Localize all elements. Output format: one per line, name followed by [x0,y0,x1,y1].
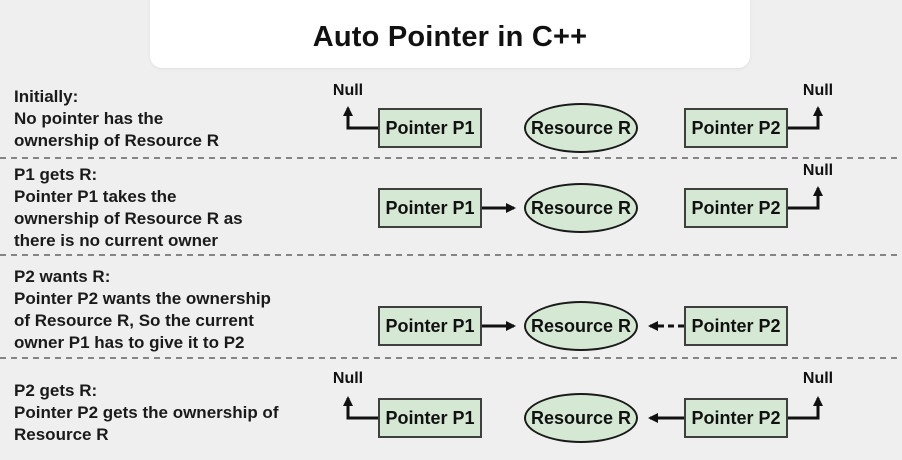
page-title: Auto Pointer in C++ [312,21,588,53]
description-line: P1 gets R: [14,165,98,184]
description-line: Pointer P2 wants the ownership [14,289,271,308]
pointer-p1-node: Pointer P1 [378,188,482,228]
description-line: P2 gets R: [14,381,98,400]
arrow-p2-to-null [788,396,823,420]
pointer-p2-node: Pointer P2 [684,398,788,438]
pointer-p1-node: Pointer P1 [378,306,482,346]
description-line: Initially: [14,87,79,106]
description-line: ownership of Resource R [14,131,219,150]
null-label: Null [332,82,364,99]
description-line: there is no current owner [14,231,219,250]
arrow-p2-to-null [788,106,823,130]
row-description: Initially: No pointer has the ownership … [14,86,374,152]
description-line: of Resource R, So the current [14,311,254,330]
row-description: P2 wants R: Pointer P2 wants the ownersh… [14,266,374,354]
description-line: ownership of Resource R as [14,209,243,228]
row-separator [0,357,902,359]
pointer-p2-node: Pointer P2 [684,188,788,228]
pointer-p1-node: Pointer P1 [378,398,482,438]
description-line: Resource R [14,425,109,444]
resource-node: Resource R [524,301,638,351]
pointer-p2-node: Pointer P2 [684,108,788,148]
arrow-p2-to-null [788,186,823,210]
description-line: P2 wants R: [14,267,111,286]
row-description: P2 gets R: Pointer P2 gets the ownership… [14,380,374,446]
pointer-p2-node: Pointer P2 [684,306,788,346]
null-label: Null [802,370,834,387]
resource-node: Resource R [524,393,638,443]
description-line: Pointer P1 takes the [14,187,177,206]
description-line: No pointer has the [14,109,164,128]
title-panel: Auto Pointer in C++ [150,0,750,68]
description-line: owner P1 has to give it to P2 [14,333,245,352]
null-label: Null [802,82,834,99]
description-line: Pointer P2 gets the ownership of [14,403,279,422]
resource-node: Resource R [524,103,638,153]
null-label: Null [802,162,834,179]
row-separator [0,254,902,256]
row-description: P1 gets R: Pointer P1 takes the ownershi… [14,164,374,252]
null-label: Null [332,370,364,387]
pointer-p1-node: Pointer P1 [378,108,482,148]
resource-node: Resource R [524,183,638,233]
row-separator [0,157,902,159]
